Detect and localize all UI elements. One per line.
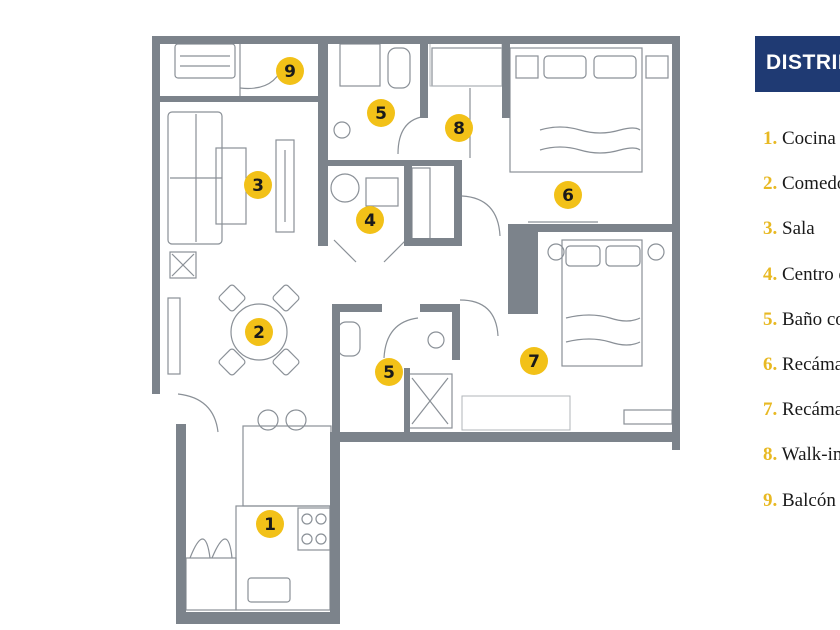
legend-number: 2.: [763, 173, 778, 195]
legend-item: 3. Sala: [763, 218, 840, 263]
svg-text:9: 9: [284, 62, 296, 82]
laundry-door: [383, 239, 407, 263]
door-swing: [461, 195, 501, 237]
washbasin: [333, 121, 351, 139]
marker-3: 3: [244, 171, 272, 199]
legend-label: Baño completo: [782, 308, 840, 330]
legend-list: 1. Cocina 2. Comedor 3. Sala 4. Centro d…: [763, 128, 840, 535]
legend-item: 7. Recámara secundaria: [763, 399, 840, 444]
nightstand: [547, 243, 565, 261]
marker-8: 8: [445, 114, 473, 142]
washbasin: [427, 331, 445, 349]
blanket-line: [565, 314, 641, 322]
marker-1: 1: [256, 510, 284, 538]
legend-item: 1. Cocina: [763, 128, 840, 173]
door-swing: [383, 317, 419, 359]
legend-number: 1.: [763, 128, 778, 149]
legend-number: 5.: [763, 308, 778, 330]
pillow: [593, 55, 637, 79]
svg-text:2: 2: [253, 323, 265, 343]
svg-text:6: 6: [562, 186, 574, 206]
svg-text:5: 5: [375, 104, 387, 124]
sink: [247, 577, 291, 603]
marker-2: 2: [245, 318, 273, 346]
svg-text:3: 3: [252, 176, 264, 196]
door-swing: [177, 393, 219, 433]
svg-text:4: 4: [364, 211, 376, 231]
burner: [301, 533, 313, 545]
pillow: [543, 55, 587, 79]
tv-console: [275, 139, 295, 233]
toilet: [387, 47, 411, 89]
burner: [315, 533, 327, 545]
washer: [330, 173, 360, 203]
chair: [272, 348, 300, 376]
legend-label: Recámara secundaria: [782, 399, 840, 421]
window-grille: [461, 395, 571, 431]
side-unit: [167, 297, 181, 375]
svg-text:8: 8: [453, 119, 465, 139]
marker-5-lower: 5: [375, 358, 403, 386]
marker-4: 4: [356, 206, 384, 234]
dryer: [365, 177, 399, 207]
walls: [152, 36, 680, 624]
chair: [218, 348, 246, 376]
legend-number: 7.: [763, 399, 778, 421]
shower-drain: [411, 377, 449, 425]
dining-table: [230, 303, 288, 361]
fridge-door: [189, 538, 233, 559]
svg-text:5: 5: [383, 363, 395, 383]
legend-label: Centro de lavado: [782, 263, 840, 285]
legend-number: 4.: [763, 263, 778, 285]
legend-item: 8. Walk-in closet: [763, 444, 840, 489]
legend-item: 2. Comedor: [763, 173, 840, 218]
plant: [169, 251, 197, 279]
legend-label: Balcón: [782, 489, 836, 511]
legend-item: 4. Centro de lavado: [763, 264, 840, 309]
legend-label: Comedor: [782, 173, 840, 195]
blanket-line: [539, 126, 641, 134]
nightstand: [645, 55, 669, 79]
pillow: [605, 245, 641, 267]
chair: [218, 284, 246, 312]
nightstand: [647, 243, 665, 261]
legend-number: 3.: [763, 218, 778, 240]
legend-item: 5. Baño completo: [763, 309, 840, 354]
pillow: [565, 245, 601, 267]
bar-stool: [285, 409, 307, 431]
legend-label: Recámara principal: [782, 353, 840, 375]
legend-label: Walk-in closet: [781, 444, 840, 466]
legend-label: Sala: [782, 218, 815, 240]
plant-leaf: [171, 253, 195, 277]
bar-stool: [257, 409, 279, 431]
legend-number: 8.: [763, 444, 778, 466]
svg-text:7: 7: [528, 352, 540, 372]
burner: [315, 513, 327, 525]
legend-number: 6.: [763, 353, 778, 375]
marker-9: 9: [276, 57, 304, 85]
burner: [301, 513, 313, 525]
marker-6: 6: [554, 181, 582, 209]
legend-number: 9.: [763, 489, 778, 511]
legend-title: DISTRIBUCIÓN: [755, 36, 840, 92]
marker-7: 7: [520, 347, 548, 375]
chair: [272, 284, 300, 312]
blanket-line: [565, 338, 641, 346]
marker-5-upper: 5: [367, 99, 395, 127]
legend-item: 9. Balcón: [763, 490, 840, 535]
door-swing: [459, 299, 499, 337]
svg-text:1: 1: [264, 515, 276, 535]
legend-item: 6. Recámara principal: [763, 354, 840, 399]
blanket-line: [539, 146, 641, 154]
legend-label: Cocina: [782, 128, 836, 149]
nightstand: [515, 55, 539, 79]
laundry-door: [333, 239, 357, 263]
second-bed: [561, 239, 643, 367]
